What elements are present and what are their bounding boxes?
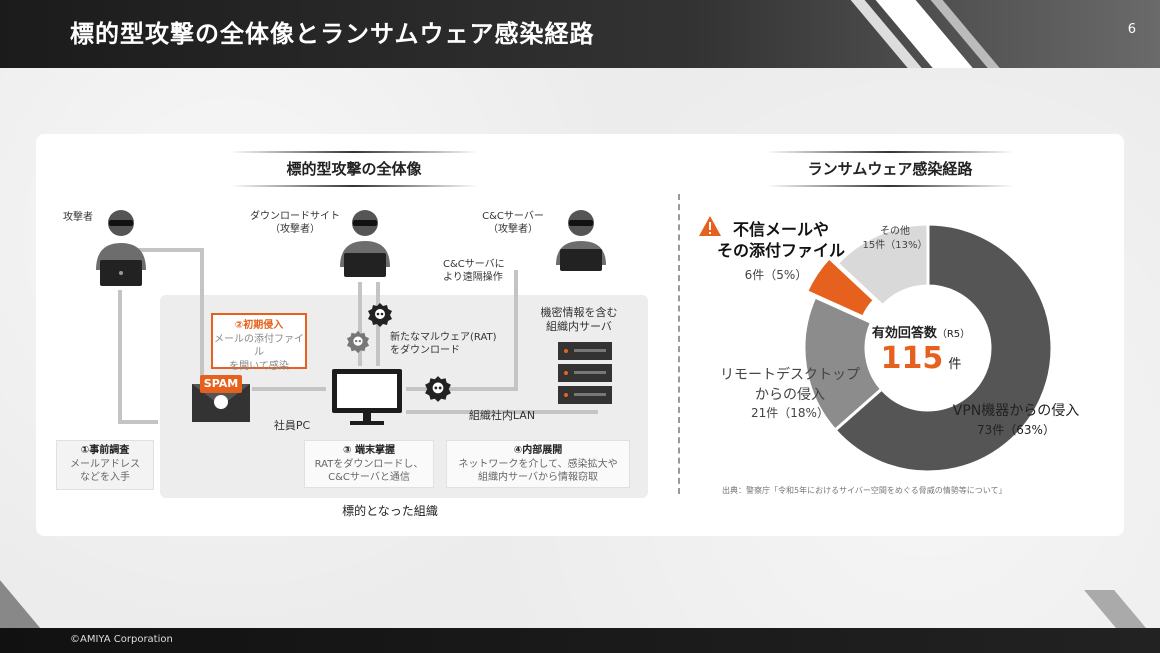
step4-line1: ネットワークを介して、感染拡大や	[458, 458, 618, 470]
copyright: ©AMIYA Corporation	[70, 634, 173, 645]
header-bar: 標的型攻撃の全体像とランサムウェア感染経路 6	[0, 0, 1160, 68]
arrow-line	[200, 248, 204, 378]
title-rule	[230, 151, 478, 153]
new-malware-label: 新たなマルウェア(RAT) をダウンロード	[390, 331, 510, 357]
step4-title: ④内部展開	[513, 445, 563, 456]
confidential-label: 機密情報を含む 組織内サーバ	[534, 306, 624, 335]
label-other: その他 15件（13%）	[855, 225, 935, 253]
new-malware-line1: 新たなマルウェア(RAT)	[390, 332, 497, 343]
source-note: 出典：警察庁「令和5年におけるサイバー空間をめぐる脅威の情勢等について」	[722, 486, 1007, 495]
arrow-line	[406, 387, 518, 391]
center-value-row: 115 件	[858, 341, 984, 376]
donut-slice	[832, 222, 1054, 474]
label-vpn-name: VPN機器からの侵入	[952, 403, 1080, 419]
step3-title: ③ 端末掌握	[343, 445, 395, 456]
attacker-label: 攻撃者	[63, 212, 93, 223]
ransomware-donut-chart	[802, 222, 1054, 474]
donut-slice	[804, 255, 877, 319]
step1-line1: メールアドレス	[70, 458, 140, 470]
label-rdp-count: 21件（18%）	[751, 406, 829, 421]
arrow-line	[252, 387, 326, 391]
page-title: 標的型攻撃の全体像とランサムウェア感染経路	[70, 20, 595, 48]
warn-line1: 不信メールや	[732, 220, 829, 239]
label-vpn-count: 73件（63%）	[977, 422, 1055, 437]
step2-box: ②初期侵入 メールの添付ファイル を開いて感染	[211, 313, 307, 372]
cc-skull-icon	[425, 376, 451, 402]
arrow-line	[358, 282, 362, 366]
warn-line2: その添付ファイル	[716, 240, 845, 260]
page-number: 6	[1127, 22, 1136, 37]
footer-bar: ©AMIYA Corporation	[0, 628, 1160, 653]
center-label-row: 有効回答数（R5）	[858, 322, 984, 341]
donut-hole	[867, 287, 989, 409]
arrow-line	[138, 248, 202, 252]
warn-label: 不信メールや その添付ファイル	[706, 220, 856, 262]
right-section-title: ランサムウェア感染経路	[807, 160, 973, 178]
label-vpn: VPN機器からの侵入 73件（63%）	[946, 402, 1086, 438]
title-rule	[766, 151, 1014, 153]
step2-line1: メールの添付ファイル	[214, 333, 304, 359]
label-rdp-line2: からの侵入	[755, 386, 825, 403]
center-unit: 件	[948, 357, 962, 372]
step1-title: ①事前調査	[80, 445, 130, 456]
employee-pc-label: 社員PC	[273, 419, 311, 432]
step2-title: ②初期侵入	[234, 320, 284, 331]
step3-line2: C&Cサーバと通信	[328, 472, 410, 483]
gear-skull-icon	[346, 330, 370, 354]
cc-server-line1: C&Cサーバー	[482, 211, 544, 222]
remote-op-line2: より遠隔操作	[443, 272, 503, 283]
step4-box: ④内部展開 ネットワークを介して、感染拡大や 組織内サーバから情報窃取	[446, 440, 630, 488]
arrow-line	[118, 290, 122, 424]
employee-pc-icon	[332, 369, 402, 425]
label-email-count: 6件（5%）	[744, 268, 808, 282]
spam-badge: SPAM	[200, 375, 242, 393]
step1-box: ①事前調査 メールアドレス などを入手	[56, 440, 154, 490]
step2-line2: を開いて感染	[229, 360, 289, 372]
label-other-count: 15件（13%）	[862, 240, 928, 251]
section-divider	[678, 194, 680, 494]
center-note: （R5）	[936, 329, 971, 340]
attacker-person-icon	[96, 210, 146, 286]
organization-label: 標的となった組織	[342, 504, 438, 518]
lan-line	[406, 410, 598, 414]
donut-slice	[835, 222, 930, 308]
donut-slice	[802, 295, 884, 433]
label-rdp-line1: リモートデスクトップ	[720, 367, 860, 383]
arrow-line	[118, 420, 158, 424]
arrow-line	[514, 270, 518, 390]
lan-label: 組織社内LAN	[468, 409, 536, 422]
remote-op-label: C&Cサーバに より遠隔操作	[443, 258, 523, 284]
center-label: 有効回答数	[871, 326, 937, 341]
malware-skull-icon	[368, 303, 392, 327]
title-rule	[766, 185, 1014, 187]
step1-line2: などを入手	[80, 472, 130, 483]
warning-icon	[699, 216, 721, 236]
server-icon	[558, 342, 612, 404]
left-section-title: 標的型攻撃の全体像	[286, 160, 422, 178]
label-rdp: リモートデスクトップ からの侵入 21件（18%）	[710, 366, 870, 422]
cc-server-line2: （攻撃者）	[488, 224, 538, 235]
download-site-label: ダウンロードサイト （攻撃者）	[240, 210, 350, 236]
download-site-line2: （攻撃者）	[270, 224, 320, 235]
cc-server-person-icon	[556, 210, 606, 271]
center-value: 115	[880, 341, 944, 376]
download-site-line1: ダウンロードサイト	[250, 211, 340, 222]
label-other-name: その他	[880, 226, 910, 237]
step3-line1: RATをダウンロードし、	[314, 458, 424, 470]
donut-center: 有効回答数（R5） 115 件	[858, 322, 984, 376]
step3-box: ③ 端末掌握 RATをダウンロードし、 C&Cサーバと通信	[304, 440, 434, 488]
download-site-person-icon	[340, 210, 390, 277]
new-malware-line2: をダウンロード	[390, 345, 460, 356]
confidential-line2: 組織内サーバ	[546, 320, 612, 334]
remote-op-line1: C&Cサーバに	[443, 259, 505, 270]
title-rule	[230, 185, 478, 187]
step4-line2: 組織内サーバから情報窃取	[478, 472, 598, 483]
cc-server-label: C&Cサーバー （攻撃者）	[468, 210, 558, 236]
confidential-line1: 機密情報を含む	[540, 306, 618, 319]
